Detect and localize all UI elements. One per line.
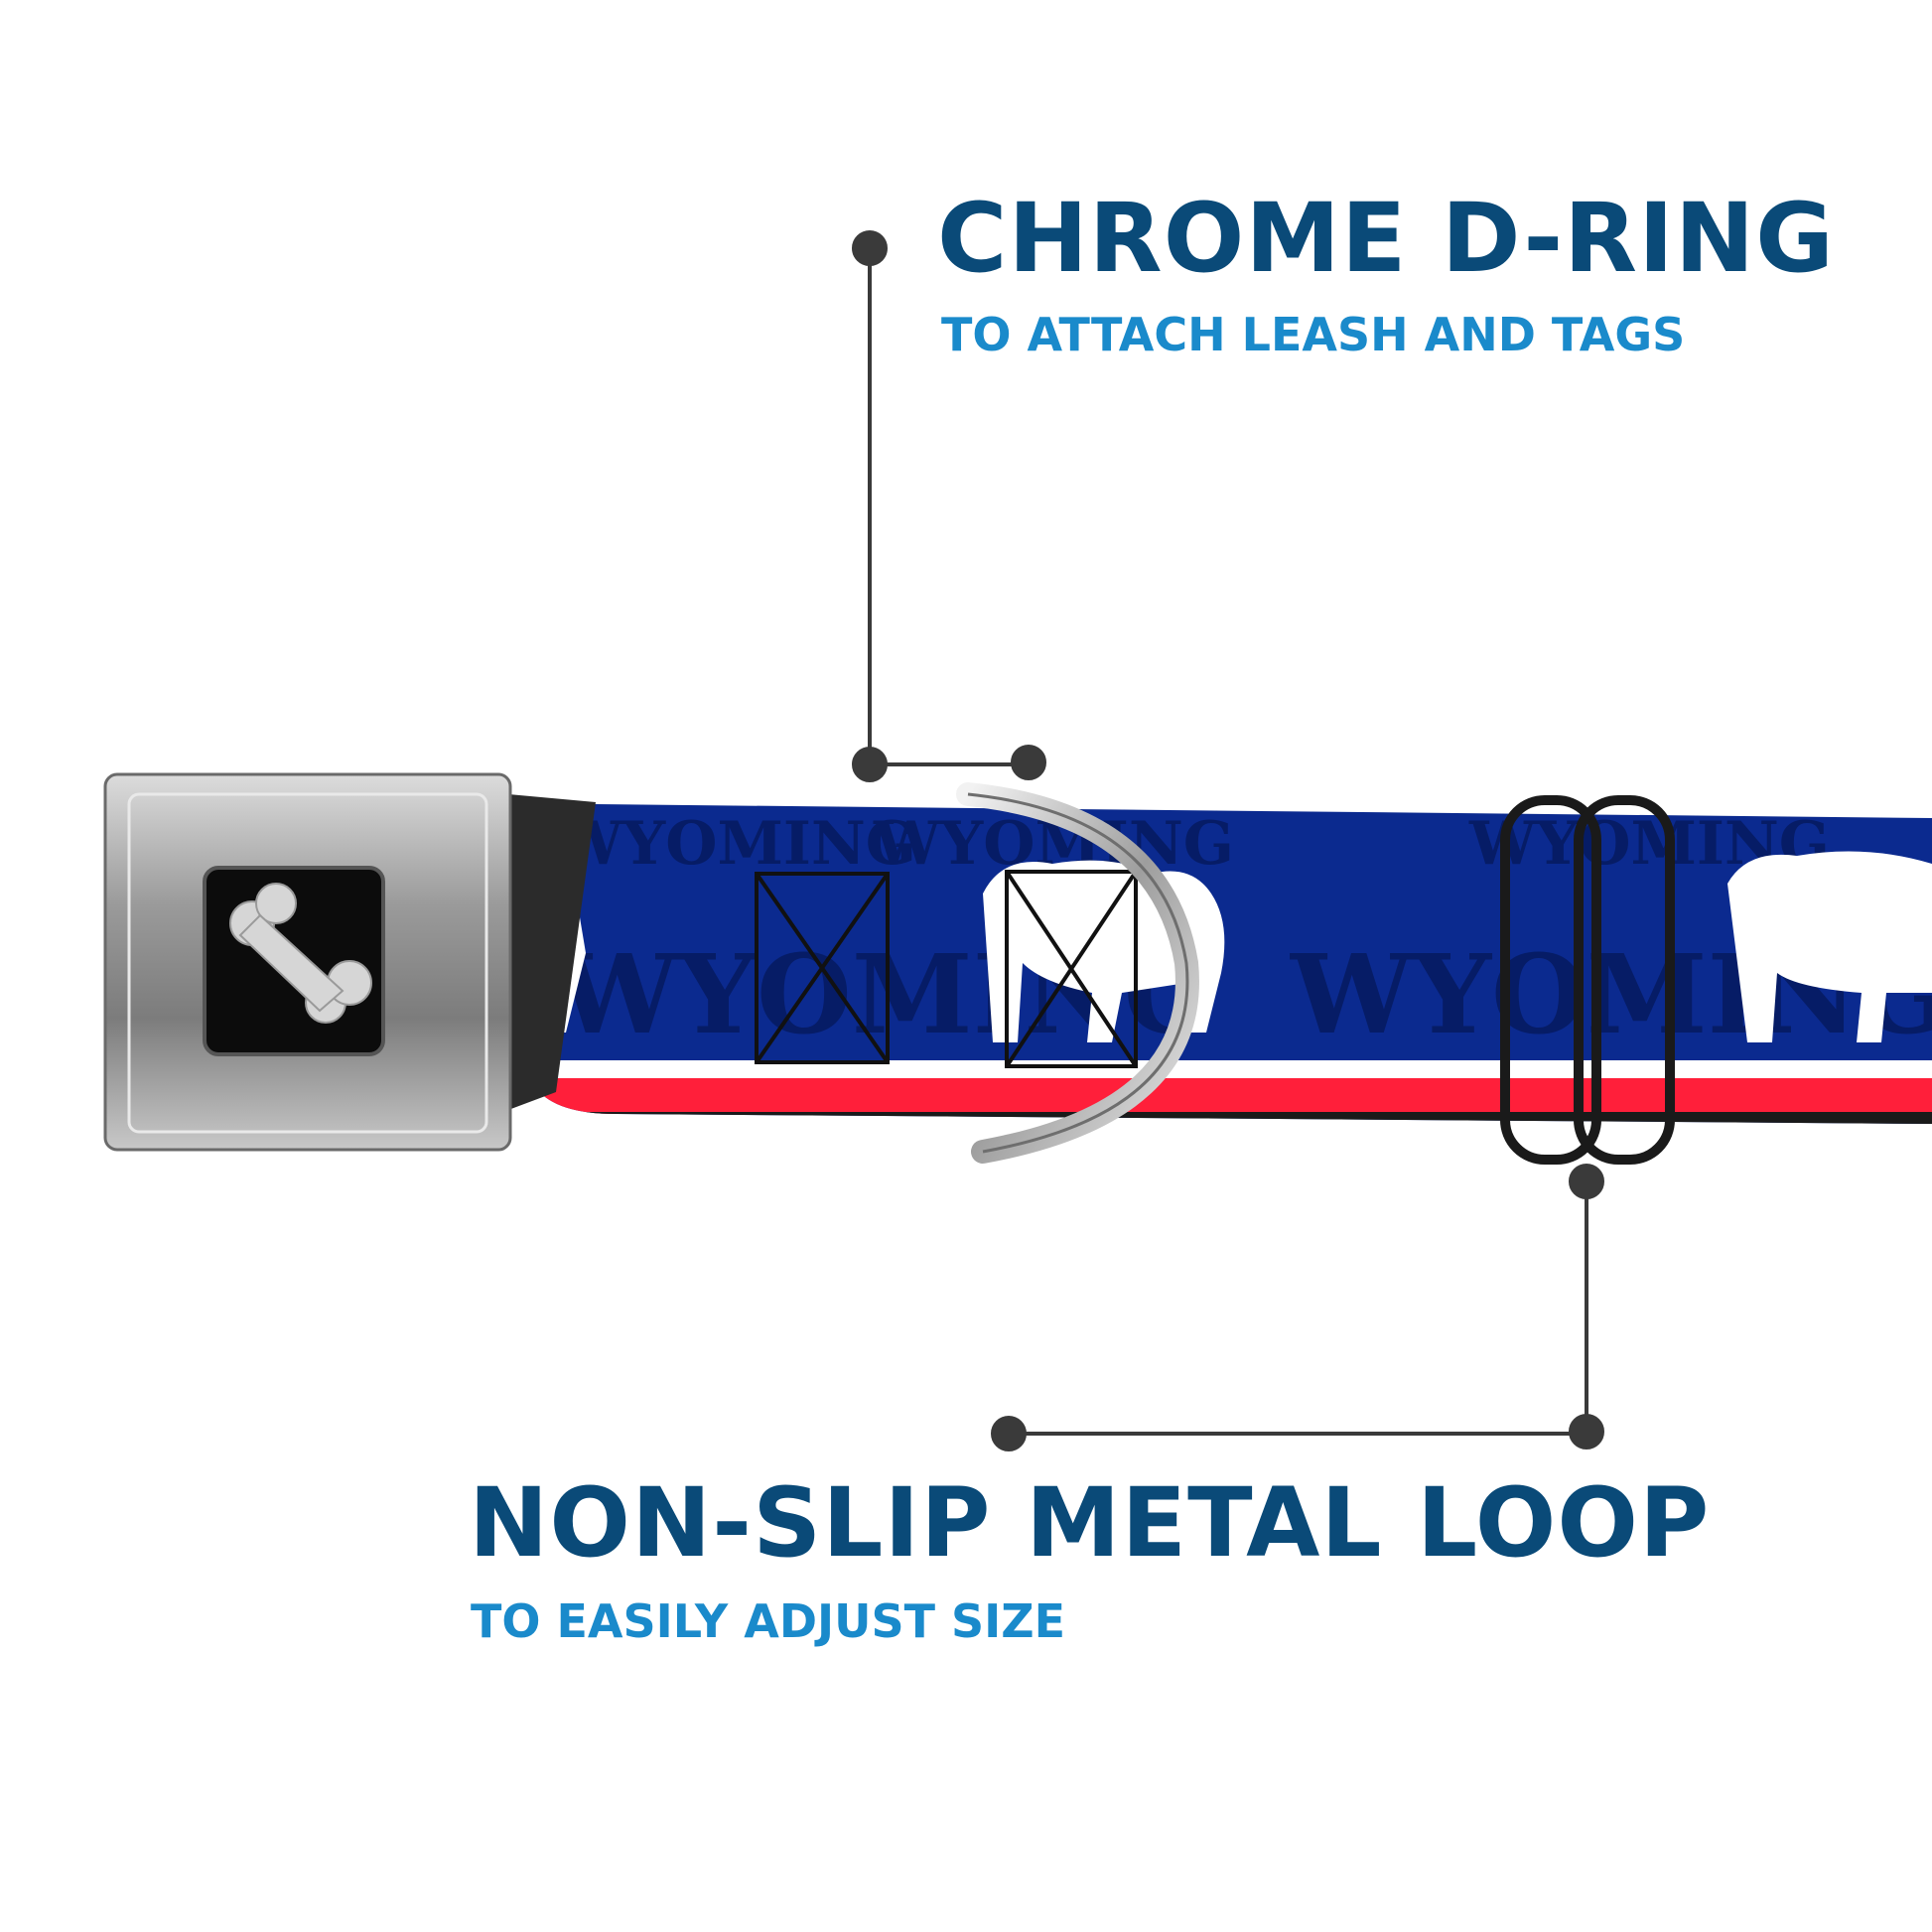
loop-subtitle: TO EASILY ADJUST SIZE [471,1594,1066,1648]
bone-icon [229,883,372,1024]
d-ring-title: CHROME D-RING [937,183,1835,294]
callout-dot-loop-corner [1569,1414,1604,1449]
callout-dot-dring-top [852,230,888,266]
print-text-top: WYOMING [555,809,916,879]
callout-dot-dring-corner [852,747,888,782]
metal-loop-icon[interactable] [1500,795,1675,1165]
seatbelt-buckle[interactable] [103,772,512,1152]
collar-strap: WYOMING WYOMING WYOMING WYOMING WYOMING [536,803,1932,1124]
callout-lines [852,230,1604,1451]
callout-dot-dring-end [1011,745,1046,780]
d-ring-subtitle: TO ATTACH LEASH AND TAGS [941,308,1686,361]
callout-dot-loop-end [991,1416,1027,1451]
d-ring-icon[interactable] [956,782,1199,1164]
callout-dot-loop-top [1569,1164,1604,1199]
loop-title: NON-SLIP METAL LOOP [469,1467,1711,1579]
